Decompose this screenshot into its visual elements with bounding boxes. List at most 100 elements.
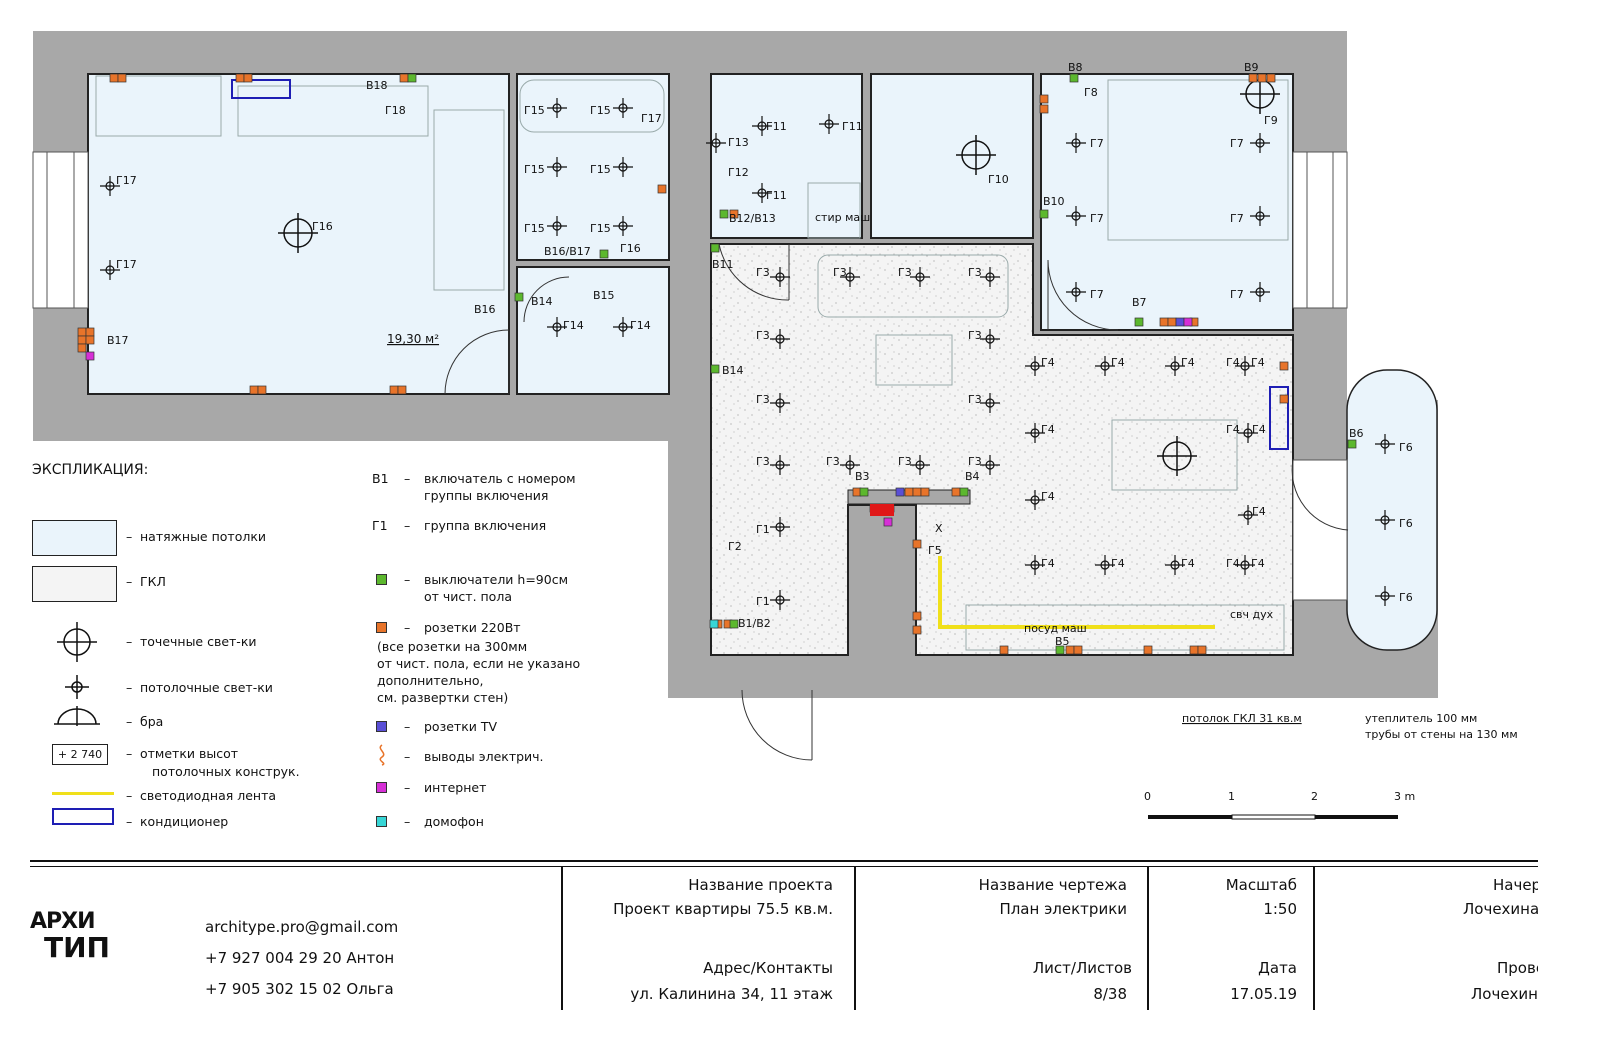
checked-by-value: Лочехин xyxy=(1471,985,1538,1003)
switch-marker xyxy=(1069,73,1079,83)
contact-email[interactable]: architype.pro@gmail.com xyxy=(205,918,399,936)
date-label: Дата xyxy=(1258,959,1297,977)
ceiling-light-icon xyxy=(770,267,790,287)
ceiling-light-icon xyxy=(819,114,839,134)
socket-marker xyxy=(912,611,922,621)
switch-marker xyxy=(710,243,720,253)
switch-label: В16 xyxy=(474,303,496,316)
group-label: Г16 xyxy=(620,242,641,255)
switch-label: В10 xyxy=(1043,195,1065,208)
group-label: Г6 xyxy=(1399,591,1413,604)
group-label: Г3 xyxy=(833,266,847,279)
led-strip xyxy=(938,556,1215,629)
group-label: Г3 xyxy=(898,455,912,468)
socket-marker xyxy=(397,385,407,395)
ceiling-light-icon xyxy=(1235,555,1255,575)
group-label: Г15 xyxy=(524,163,545,176)
scale-tick-2: 2 xyxy=(1311,790,1318,803)
socket-marker xyxy=(1197,645,1207,655)
ceiling-light-icon xyxy=(1066,282,1086,302)
socket-marker xyxy=(951,487,961,497)
project-value: Проект квартиры 75.5 кв.м. xyxy=(613,900,833,918)
ceiling-light-icon xyxy=(613,98,633,118)
doors xyxy=(444,243,1349,761)
ceiling-light-icon xyxy=(840,267,860,287)
socket-marker xyxy=(85,335,95,345)
group-label: Г7 xyxy=(1090,137,1104,150)
switch-marker xyxy=(959,487,969,497)
socket-marker xyxy=(1039,104,1049,114)
group-label: Г16 xyxy=(312,220,333,233)
ceiling-light-icon xyxy=(1095,555,1115,575)
socket-marker xyxy=(920,487,930,497)
ceiling-light-icon xyxy=(910,455,930,475)
address-value: ул. Калинина 34, 11 этаж xyxy=(630,985,833,1003)
tv-socket-marker xyxy=(895,487,905,497)
ceiling-light-icon xyxy=(100,176,120,196)
group-label: Г3 xyxy=(968,266,982,279)
panel-marker xyxy=(870,504,894,516)
contact-phone-2: +7 905 302 15 02 Ольга xyxy=(205,980,394,998)
group-label: Г4 xyxy=(1181,356,1195,369)
switch-label: В4 xyxy=(965,470,980,483)
internet-marker xyxy=(85,351,95,361)
ceiling-light-icon xyxy=(1235,356,1255,376)
group-label: Г5 xyxy=(928,544,942,557)
switch-label: В5 xyxy=(1055,635,1070,648)
group-label: Г17 xyxy=(641,112,662,125)
group-label: Г4 xyxy=(1226,356,1240,369)
appliance-label: X xyxy=(935,522,943,535)
group-label: Г3 xyxy=(968,329,982,342)
ceiling-light-icon xyxy=(706,133,726,153)
socket-marker xyxy=(235,73,245,83)
switch-marker xyxy=(859,487,869,497)
socket-marker xyxy=(1248,73,1258,83)
address-label: Адрес/Контакты xyxy=(703,959,833,977)
socket-marker xyxy=(243,73,253,83)
floor-plan: 19,30 м² потолок ГКЛ 31 кв.м утеплитель … xyxy=(32,31,1518,820)
switch-label: В15 xyxy=(593,289,615,302)
switch-label: В18 xyxy=(366,79,388,92)
insulation-note-1: утеплитель 100 мм xyxy=(1365,712,1477,725)
group-label: Г4 xyxy=(1251,557,1265,570)
socket-marker xyxy=(912,625,922,635)
group-label: Г3 xyxy=(898,266,912,279)
scale-label: Масштаб xyxy=(1225,876,1297,894)
switch-label: В17 xyxy=(107,334,129,347)
checked-by-label: Прове xyxy=(1497,959,1546,977)
socket-marker xyxy=(1257,73,1267,83)
group-label: Г6 xyxy=(1399,517,1413,530)
switch-marker xyxy=(1039,209,1049,219)
socket-marker xyxy=(77,327,87,337)
group-label: Г4 xyxy=(1252,505,1266,518)
insulation-note-2: трубы от стены на 130 мм xyxy=(1365,728,1518,741)
group-label: Г11 xyxy=(766,120,787,133)
internet-marker xyxy=(1183,317,1193,327)
group-label: Г4 xyxy=(1226,423,1240,436)
group-label: Г3 xyxy=(756,329,770,342)
socket-marker xyxy=(1189,645,1199,655)
socket-marker xyxy=(1266,73,1276,83)
ceiling-light-icon xyxy=(1375,434,1395,454)
ceiling-light-icon xyxy=(547,98,567,118)
drawing-label: Название чертежа xyxy=(978,876,1127,894)
ceiling-light-icon xyxy=(547,216,567,236)
appliance-label: стир маш xyxy=(815,211,870,224)
socket-marker xyxy=(1039,94,1049,104)
switch-label: В6 xyxy=(1349,427,1364,440)
contact-phone-1: +7 927 004 29 20 Антон xyxy=(205,949,395,967)
socket-marker xyxy=(77,335,87,345)
switch-marker xyxy=(1055,645,1065,655)
ceiling-light-icon xyxy=(1165,356,1185,376)
socket-marker xyxy=(249,385,259,395)
ceiling-light-icon xyxy=(752,116,772,136)
socket-marker xyxy=(657,184,667,194)
electrical-markers xyxy=(77,73,1357,655)
switch-marker xyxy=(729,619,739,629)
group-label: Г6 xyxy=(1399,441,1413,454)
intercom-marker xyxy=(709,619,719,629)
socket-marker xyxy=(257,385,267,395)
group-label: Г4 xyxy=(1041,356,1055,369)
ceiling-light-icon xyxy=(1025,356,1045,376)
group-label: Г15 xyxy=(524,222,545,235)
